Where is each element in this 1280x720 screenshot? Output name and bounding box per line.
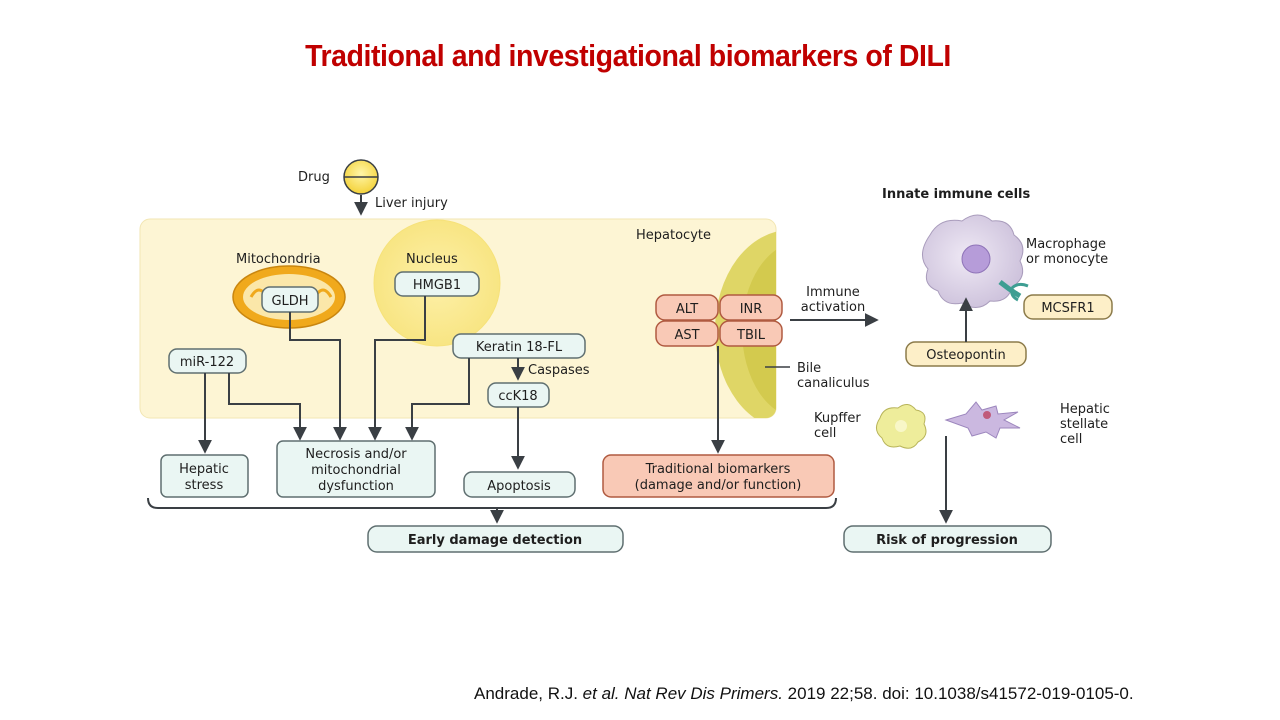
ast-label: AST: [674, 328, 699, 343]
hepatic-stellate-label-2: stellate: [1060, 417, 1108, 432]
traditional-biomarkers-label-2: (damage and/or function): [635, 478, 802, 493]
osteopontin-label: Osteopontin: [926, 348, 1005, 363]
osteopontin-box: Osteopontin: [905, 341, 1027, 367]
macrophage-icon: [922, 214, 1029, 308]
hepatic-stellate-label-1: Hepatic: [1060, 402, 1110, 417]
hepatocyte-label: Hepatocyte: [636, 228, 711, 243]
risk-of-progression-label: Risk of progression: [876, 533, 1018, 548]
bile-canaliculus-label-2: canaliculus: [797, 376, 870, 391]
cck18-box: ccK18: [487, 382, 550, 408]
citation-journal: et al. Nat Rev Dis Primers.: [582, 684, 783, 703]
gldh-label: GLDH: [271, 294, 308, 309]
hepatic-stellate-cell-icon: [944, 401, 1021, 439]
hmgb1-box: HMGB1: [394, 271, 480, 297]
slide-title: Traditional and investigational biomarke…: [305, 38, 951, 73]
hmgb1-label: HMGB1: [413, 278, 461, 293]
innate-immune-cells-heading: Innate immune cells: [882, 187, 1031, 202]
early-damage-detection-box: Early damage detection: [367, 525, 624, 553]
gldh-box: GLDH: [261, 286, 319, 313]
traditional-biomarkers-label-1: Traditional biomarkers: [645, 462, 791, 477]
cck18-label: ccK18: [498, 389, 537, 404]
connector-arrows: [147, 296, 953, 524]
early-damage-detection-label: Early damage detection: [408, 533, 582, 548]
kupffer-cell-label-1: Kupffer: [814, 411, 861, 426]
macrophage-label-1: Macrophage: [1026, 237, 1106, 252]
hepatic-stress-label-2: stress: [185, 478, 224, 493]
hepatic-stress-box: Hepatic stress: [160, 454, 249, 498]
kupffer-cell-label-2: cell: [814, 426, 836, 441]
drug-label: Drug: [298, 170, 330, 185]
alt-label: ALT: [676, 302, 698, 317]
apoptosis-box: Apoptosis: [463, 471, 576, 498]
citation-authors: Andrade, R.J.: [474, 684, 583, 703]
caspases-label: Caspases: [528, 363, 590, 378]
tbil-label: TBIL: [736, 328, 766, 343]
mcsfr1-label: MCSFR1: [1041, 301, 1094, 316]
citation: Andrade, R.J. et al. Nat Rev Dis Primers…: [474, 684, 1134, 704]
liver-injury-label: Liver injury: [375, 196, 448, 211]
nucleus-label: Nucleus: [406, 252, 458, 267]
mitochondria-label: Mitochondria: [236, 252, 321, 267]
necrosis-label-1: Necrosis and/or: [305, 447, 407, 462]
risk-of-progression-box: Risk of progression: [843, 525, 1052, 553]
immune-activation-label-1: Immune: [806, 285, 860, 300]
dili-biomarker-diagram: Hepatocyte Drug Liver injury Mitochondri…: [139, 159, 1113, 553]
kupffer-cell-icon: [876, 404, 927, 449]
necrosis-box: Necrosis and/or mitochondrial dysfunctio…: [276, 440, 436, 498]
citation-details: 2019 22;58. doi: 10.1038/s41572-019-0105…: [782, 684, 1134, 703]
apoptosis-label: Apoptosis: [487, 479, 551, 494]
macrophage-label-2: or monocyte: [1026, 252, 1108, 267]
hepatic-stellate-label-3: cell: [1060, 432, 1082, 447]
keratin18fl-label: Keratin 18-FL: [476, 340, 563, 355]
immune-activation-label-2: activation: [801, 300, 865, 315]
bile-canaliculus-label-1: Bile: [797, 361, 821, 376]
traditional-markers-grid: ALT INR AST TBIL: [655, 294, 783, 347]
keratin18fl-box: Keratin 18-FL: [452, 333, 586, 359]
drug-pill-icon: [343, 159, 379, 195]
necrosis-label-3: dysfunction: [318, 479, 394, 494]
mir122-box: miR-122: [168, 348, 247, 374]
traditional-biomarkers-box: Traditional biomarkers (damage and/or fu…: [602, 454, 835, 498]
necrosis-label-2: mitochondrial: [311, 463, 401, 478]
mcsfr1-box: MCSFR1: [1023, 294, 1113, 320]
hepatic-stress-label-1: Hepatic: [179, 462, 229, 477]
mir122-label: miR-122: [180, 355, 234, 370]
inr-label: INR: [740, 302, 763, 317]
